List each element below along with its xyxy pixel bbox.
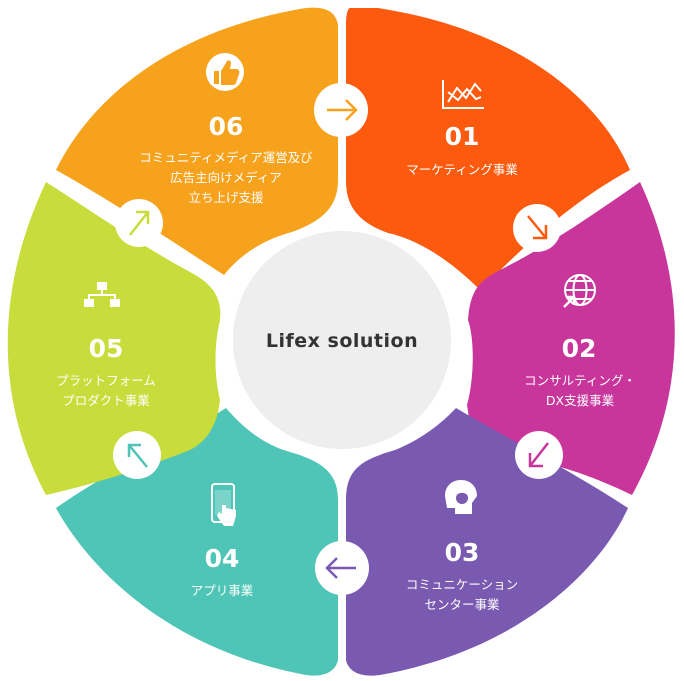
globe-icon	[563, 274, 596, 308]
segment-05[interactable]	[7, 182, 221, 495]
segment-04-number: 04	[205, 544, 240, 573]
segment-04-label-line-1: アプリ事業	[191, 583, 254, 598]
arrow-01-to-02	[513, 204, 561, 252]
segment-03-number: 03	[445, 538, 480, 567]
segment-03[interactable]	[346, 408, 628, 676]
center-circle	[227, 225, 457, 455]
segment-02-label-line-2: DX支援事業	[546, 393, 615, 408]
segment-01[interactable]	[346, 8, 630, 290]
arrow-02-to-03	[515, 431, 563, 479]
segment-02[interactable]	[467, 182, 675, 495]
smartphone-icon	[211, 483, 236, 526]
segment-06-content: 06 コミュニティメディア運営及び 広告主向けメディア 立ち上げ支援	[139, 53, 313, 205]
arrow-05-to-06	[115, 199, 163, 247]
segment-06-number: 06	[209, 112, 244, 141]
arrow-04-to-05	[113, 431, 161, 479]
segment-05-number: 05	[89, 334, 124, 363]
segment-03-content: 03 コミュニケーション センター事業	[406, 480, 518, 612]
segment-01-content: 01 マーケティング事業	[406, 80, 518, 177]
segment-06-label-line-3: 立ち上げ支援	[188, 190, 264, 205]
segment-03-label-line-1: コミュニケーション	[406, 577, 518, 592]
arrow-left-icon	[325, 557, 356, 579]
segment-06-label-line-1: コミュニティメディア運営及び	[139, 150, 313, 165]
arrow-right-icon	[327, 99, 358, 121]
arrow-up-left-icon	[127, 443, 148, 468]
segment-02-number: 02	[562, 334, 597, 363]
segment-01-number: 01	[445, 122, 480, 151]
segment-02-content: 02 コンサルティング・ DX支援事業	[524, 274, 636, 408]
line-chart-icon	[442, 80, 484, 109]
sitemap-icon	[84, 282, 120, 307]
headset-icon	[445, 480, 477, 514]
segment-05-label-line-1: プラットフォーム	[56, 373, 156, 388]
segment-05-content: 05 プラットフォーム プロダクト事業	[56, 282, 156, 408]
thumbs-up-icon	[206, 53, 244, 91]
segment-03-label-line-2: センター事業	[424, 597, 500, 612]
segment-05-label-line-2: プロダクト事業	[62, 393, 150, 408]
arrow-up-right-icon	[129, 210, 150, 236]
arrow-down-right-icon	[527, 215, 548, 240]
center-title: Lifex solution	[266, 330, 418, 352]
arrow-down-left-icon	[528, 442, 549, 468]
segment-02-label-line-1: コンサルティング・	[524, 373, 636, 388]
arrow-06-to-01	[314, 83, 368, 137]
segment-06-label-line-2: 広告主向けメディア	[170, 170, 282, 185]
segment-01-label-line-1: マーケティング事業	[406, 162, 518, 177]
segment-04-content: 04 アプリ事業	[191, 483, 254, 598]
arrow-03-to-04	[315, 541, 369, 595]
